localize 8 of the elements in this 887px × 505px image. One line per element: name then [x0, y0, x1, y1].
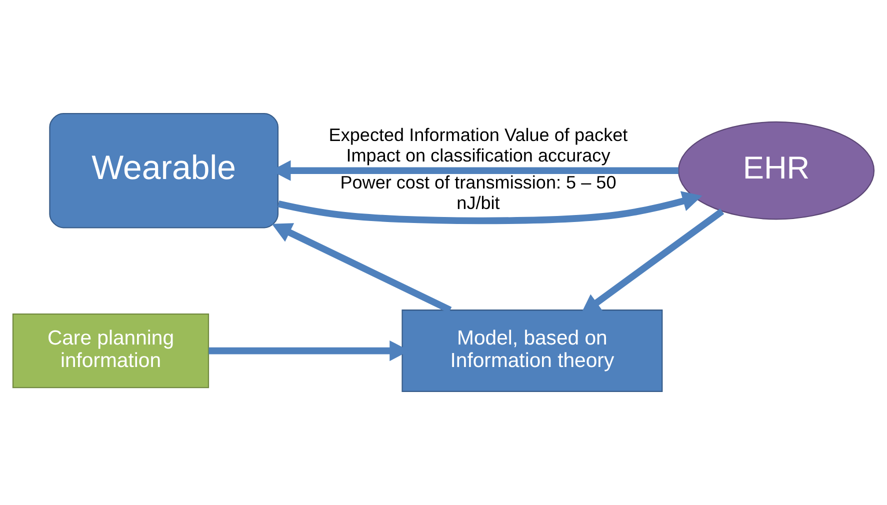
- node-box: Model, based on Information theory: [402, 310, 663, 392]
- arrow: [272, 223, 452, 314]
- edge-label: Expected Information Value of packet Impact on classification accuracy: [328, 124, 628, 166]
- arrow: [278, 191, 702, 224]
- edge-label: Power cost of transmission: 5 – 50 nJ/bit: [340, 172, 616, 213]
- node-ellipse: EHR: [678, 121, 875, 220]
- node-box: Wearable: [49, 112, 279, 228]
- node-box: Care planning information: [12, 314, 210, 388]
